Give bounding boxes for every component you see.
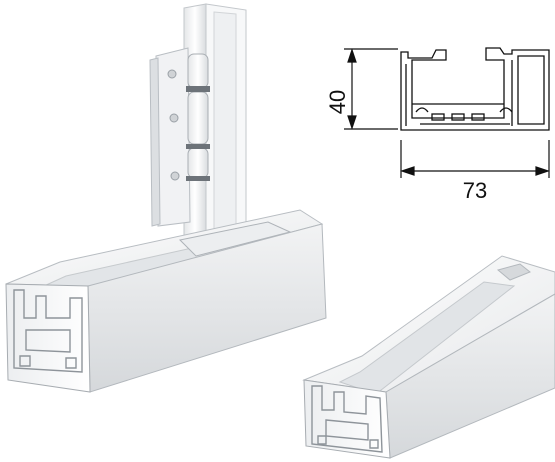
profile-end-cutout bbox=[13, 289, 83, 373]
screw-icon bbox=[167, 69, 177, 79]
width-dimension bbox=[400, 140, 550, 178]
hinge-plate bbox=[149, 47, 191, 227]
screw-icon bbox=[170, 171, 180, 181]
height-dimension bbox=[344, 48, 398, 130]
cross-section-drawing: 40 73 bbox=[325, 47, 550, 203]
hinge-knuckles bbox=[186, 53, 210, 181]
rail-profile-long bbox=[5, 209, 327, 393]
profile-section bbox=[400, 47, 550, 131]
rail-profile-short bbox=[302, 255, 555, 459]
width-value: 73 bbox=[463, 178, 487, 203]
profile-end-cutout bbox=[311, 385, 383, 453]
screw-icon bbox=[169, 113, 179, 123]
rail-with-hinge-assembly bbox=[5, 3, 327, 393]
height-value: 40 bbox=[325, 90, 350, 114]
